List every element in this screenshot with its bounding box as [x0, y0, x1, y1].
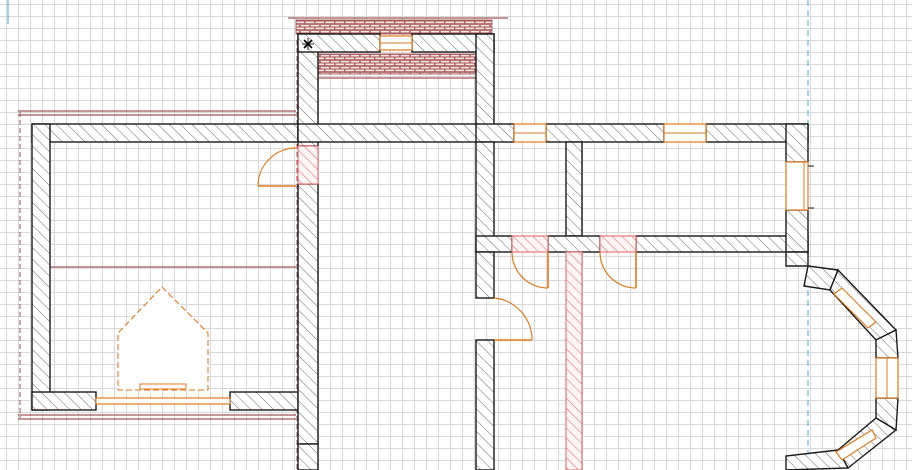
main-horizontal-wall[interactable]	[297, 123, 809, 143]
door-swing-arc	[257, 147, 297, 187]
cut-column-red[interactable]	[565, 251, 583, 470]
cut-lintel-2	[599, 235, 637, 253]
door-arc-inner-1	[511, 251, 549, 289]
inner-walls[interactable]	[475, 123, 809, 470]
cut-lintel-1	[511, 235, 549, 253]
window-bottom-left[interactable]	[95, 397, 231, 405]
stove-base	[139, 383, 187, 390]
left-room-walls[interactable]	[31, 123, 299, 411]
brick-parapet-top[interactable]	[295, 19, 493, 35]
stove-outline[interactable]	[117, 286, 209, 391]
bay-window-1[interactable]	[833, 287, 877, 329]
crosshair-icon	[302, 38, 314, 50]
central-wall[interactable]	[297, 33, 319, 470]
door-arc-corridor	[493, 297, 533, 341]
dimension-lines	[18, 17, 508, 420]
cut-wall-section[interactable]	[297, 145, 319, 185]
guide-lines	[19, 40, 298, 470]
bay-window-3[interactable]	[835, 429, 877, 461]
door-arc-inner-2	[599, 251, 637, 289]
brick-lintel[interactable]	[315, 53, 477, 75]
window-east-side[interactable]	[785, 161, 809, 211]
